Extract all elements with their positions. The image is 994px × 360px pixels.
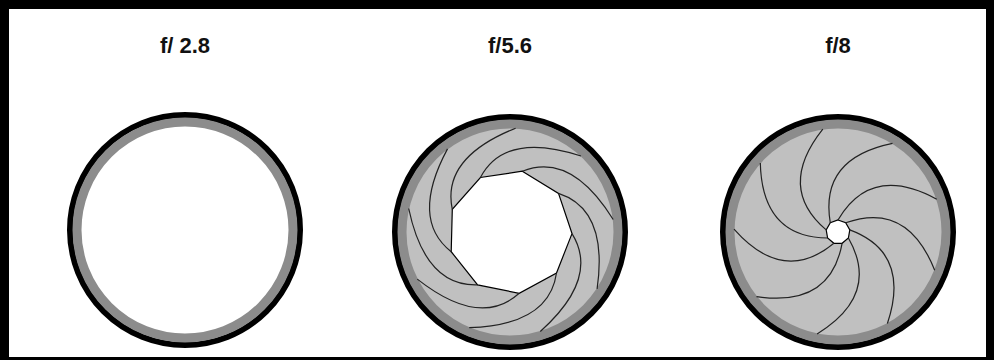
blade-edge <box>409 209 478 285</box>
frame-bottom <box>0 357 994 360</box>
blade-edge <box>760 163 827 238</box>
blade-edge <box>417 279 519 308</box>
blade-edge <box>522 167 613 220</box>
frame-left <box>0 0 9 360</box>
blade-edge <box>734 229 834 261</box>
blade-edge <box>451 128 516 209</box>
blade-edge <box>846 218 935 271</box>
blade-edge <box>430 149 452 252</box>
blade-edge <box>757 243 843 298</box>
aperture-small <box>723 117 953 347</box>
f-stop-label: f/ 2.8 <box>160 35 210 57</box>
blade-edge <box>540 234 581 332</box>
f-stop-label: f/5.6 <box>488 35 532 57</box>
frame-right <box>986 0 994 360</box>
blade-edge <box>800 129 826 230</box>
blade-edge <box>480 147 581 177</box>
aperture-medium <box>395 117 625 347</box>
blade-edge <box>829 143 893 222</box>
aperture-hole <box>826 220 850 243</box>
blade-edge <box>838 185 937 220</box>
blade-edge <box>850 230 894 324</box>
f-stop-label: f/8 <box>825 35 851 57</box>
blade-edge <box>469 273 556 328</box>
blade-edge <box>559 193 600 288</box>
aperture-open <box>70 115 300 345</box>
frame-top <box>0 0 994 9</box>
blade-edge <box>817 238 859 334</box>
aperture-hole <box>451 171 572 293</box>
